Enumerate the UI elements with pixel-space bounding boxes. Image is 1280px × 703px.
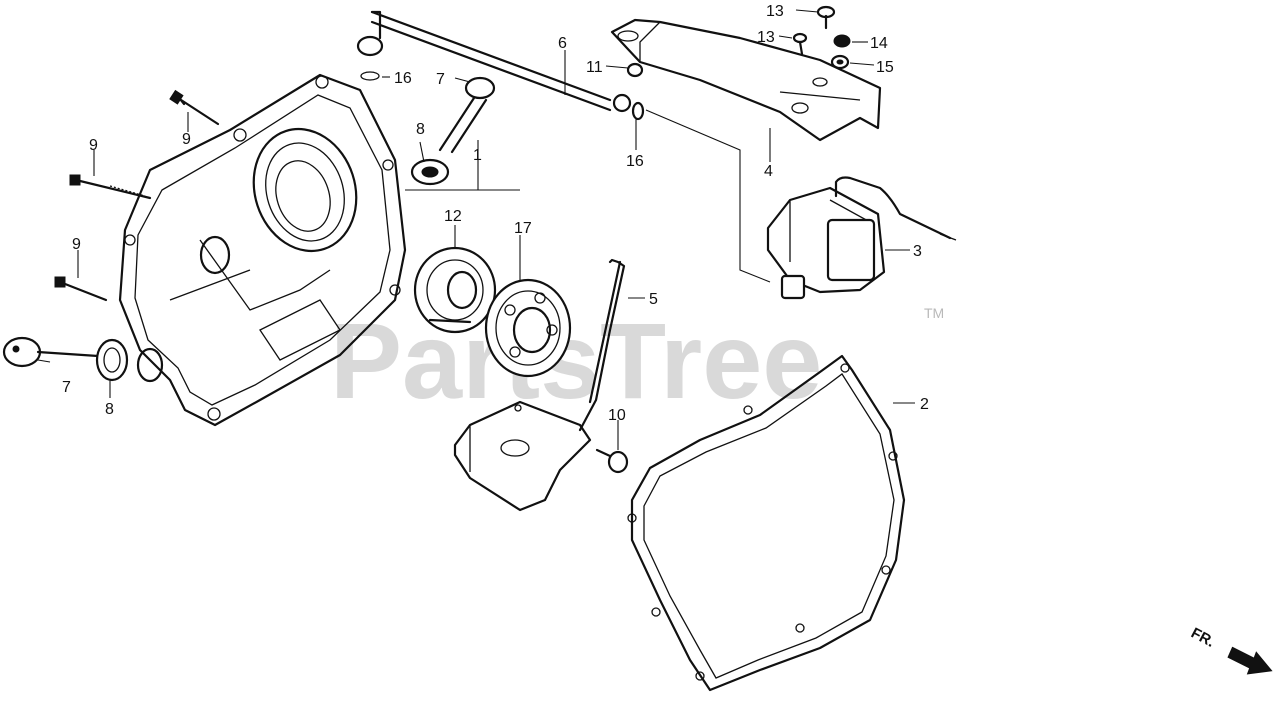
screw-13-top bbox=[816, 5, 836, 30]
bolt-9-low bbox=[54, 276, 108, 302]
front-direction-arrow: FR. bbox=[1188, 625, 1273, 675]
direction-label: FR. bbox=[1188, 625, 1217, 651]
oil-seal-left bbox=[95, 338, 129, 382]
breather-tube bbox=[356, 10, 632, 113]
callout-3: 3 bbox=[913, 243, 922, 260]
ball-bearing-17 bbox=[484, 278, 572, 378]
crankcase-cover bbox=[118, 73, 407, 427]
callout-8-top: 8 bbox=[416, 121, 425, 138]
clip-16-top bbox=[360, 71, 380, 81]
callout-1: 1 bbox=[473, 147, 482, 164]
nut-14 bbox=[833, 34, 851, 48]
oil-sensor-bracket bbox=[610, 18, 882, 142]
callout-16: 16 bbox=[626, 153, 644, 170]
clip-16 bbox=[631, 101, 645, 121]
flange-bolt-10 bbox=[595, 448, 629, 474]
callout-17: 17 bbox=[514, 220, 532, 237]
washer-15 bbox=[830, 54, 850, 70]
callout-2: 2 bbox=[920, 396, 929, 413]
oil-level-switch-tube bbox=[578, 258, 626, 432]
screw-13-mid bbox=[792, 32, 808, 56]
oil-dipstick-left bbox=[2, 336, 100, 368]
callout-12: 12 bbox=[444, 208, 462, 225]
cover-gasket bbox=[627, 354, 906, 692]
callout-9-low: 9 bbox=[72, 236, 81, 253]
callout-15: 15 bbox=[876, 59, 894, 76]
callout-labels: 1 2 3 4 5 6 7 7 8 8 9 9 9 10 11 12 13 13… bbox=[62, 3, 929, 424]
switch-bracket bbox=[453, 400, 592, 512]
callout-6: 6 bbox=[558, 35, 567, 52]
callout-7-left: 7 bbox=[62, 379, 71, 396]
oil-dipstick-top bbox=[438, 76, 496, 154]
callout-9-top: 9 bbox=[182, 131, 191, 148]
bolt-9-top bbox=[169, 89, 220, 126]
bolt-9-mid bbox=[69, 174, 152, 200]
callout-13-mid: 13 bbox=[757, 29, 775, 46]
callout-7-top: 7 bbox=[436, 71, 445, 88]
oil-seal-top bbox=[410, 158, 450, 186]
oil-alert-unit bbox=[766, 176, 957, 300]
callout-11: 11 bbox=[586, 59, 603, 76]
callout-13-top: 13 bbox=[766, 3, 784, 20]
callout-16-top: 16 bbox=[394, 70, 412, 87]
callout-4: 4 bbox=[764, 163, 773, 180]
grommet-11 bbox=[626, 62, 644, 78]
callout-5: 5 bbox=[649, 291, 658, 308]
callout-9-mid: 9 bbox=[89, 137, 98, 154]
callout-10: 10 bbox=[608, 407, 626, 424]
callout-14: 14 bbox=[870, 35, 888, 52]
ball-bearing-12 bbox=[413, 246, 497, 334]
trademark: TM bbox=[924, 305, 944, 321]
watermark: PartsTree bbox=[330, 300, 822, 421]
callout-8-left: 8 bbox=[105, 401, 114, 418]
leader-lines bbox=[37, 9, 915, 450]
